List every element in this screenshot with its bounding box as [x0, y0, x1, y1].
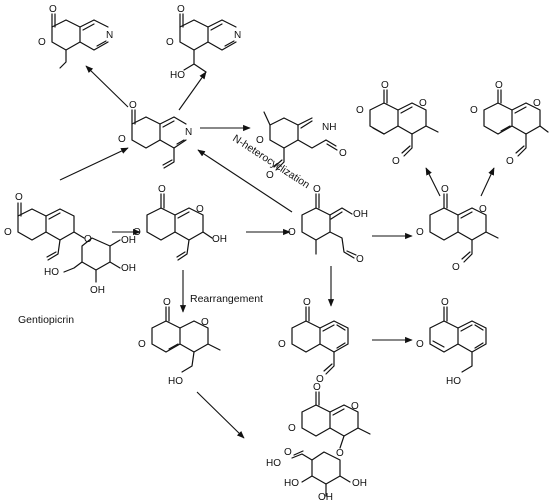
atom-o: O	[288, 227, 296, 238]
structure-pyridinone-aldehyde	[263, 111, 338, 171]
atom-o: O	[129, 100, 137, 111]
atom-ho: HO	[266, 458, 281, 469]
atom-n: N	[106, 30, 113, 41]
atom-o: O	[288, 423, 296, 434]
atom-o: O	[339, 148, 347, 159]
atom-oh: OH	[121, 263, 136, 274]
arrow-right-middle-to-top-right-a	[425, 167, 441, 197]
atom-o: O	[278, 339, 286, 350]
atom-o: O	[316, 374, 324, 385]
atom-o: O	[313, 382, 321, 393]
atom-oh: OH	[121, 235, 136, 246]
atom-o: O	[284, 447, 292, 458]
structure-top-middle-hydroxyethyl	[179, 13, 237, 73]
atom-o: O	[4, 227, 12, 238]
label-gentiopicrin: Gentiopicrin	[18, 314, 74, 326]
structure-dialdehyde-enol	[301, 193, 357, 259]
structure-top-right-b	[483, 89, 549, 157]
atom-o: O	[49, 4, 57, 15]
atom-ho: HO	[168, 376, 183, 387]
atom-o: O	[452, 262, 460, 273]
atom-o: O	[533, 98, 541, 109]
atom-oh: OH	[353, 209, 368, 220]
atom-n: N	[185, 127, 192, 138]
label-rearrangement: Rearrangement	[190, 293, 263, 305]
atom-o: O	[15, 192, 23, 203]
atom-o: O	[196, 204, 204, 215]
atom-o: O	[84, 234, 92, 245]
structure-aglycone	[146, 193, 213, 261]
reaction-arrows	[59, 65, 495, 439]
atom-o: O	[356, 105, 364, 116]
structure-top-left-ethyl	[51, 13, 109, 69]
atom-o: O	[38, 37, 46, 48]
atom-o: O	[166, 37, 174, 48]
arrow-to-glucuronide	[196, 391, 245, 439]
atom-o: O	[416, 227, 424, 238]
atom-o: O	[356, 254, 364, 265]
atom-oh: OH	[318, 492, 333, 502]
atom-o: O	[470, 105, 478, 116]
atom-o: O	[479, 204, 487, 215]
structure-rearrangement-product	[151, 306, 221, 373]
atom-ho: HO	[446, 376, 461, 387]
atom-o: O	[441, 297, 449, 308]
atom-o: O	[336, 448, 344, 459]
atom-o: O	[495, 80, 503, 91]
atom-o: O	[177, 4, 185, 15]
structure-top-right-a	[369, 89, 439, 157]
atom-o: O	[416, 339, 424, 350]
atom-o: O	[266, 170, 274, 181]
arrow-right-middle-to-top-right-b	[480, 167, 495, 197]
atom-ho: HO	[284, 478, 299, 489]
atom-o: O	[313, 184, 321, 195]
structure-gentiopicrin	[17, 202, 121, 283]
atom-o: O	[419, 98, 427, 109]
atom-o: O	[118, 134, 126, 145]
arrow-gentiopicrin-to-gentianine	[59, 147, 129, 181]
atom-n: N	[234, 30, 241, 41]
atom-o: O	[506, 156, 514, 167]
structure-isochromanone-aldehyde	[291, 306, 349, 375]
arrow-n-heterocyclization	[197, 149, 293, 213]
structure-gentianine	[131, 109, 187, 169]
atom-nh: NH	[322, 122, 336, 133]
arrow-gentianine-to-hydroxyethyl	[178, 71, 207, 111]
atom-o: O	[441, 184, 449, 195]
structure-right-middle	[429, 193, 499, 263]
atom-o: O	[256, 135, 264, 146]
atom-oh: OH	[90, 285, 105, 296]
atom-o: O	[201, 317, 209, 328]
atom-ho: HO	[170, 70, 185, 81]
atom-o: O	[392, 156, 400, 167]
atom-oh: OH	[212, 234, 227, 245]
atom-o: O	[138, 339, 146, 350]
atom-o: O	[381, 80, 389, 91]
atom-o: O	[351, 401, 359, 412]
atom-oh: OH	[352, 478, 367, 489]
arrow-gentianine-to-ethyl	[85, 65, 129, 108]
atom-o: O	[303, 297, 311, 308]
atom-o: O	[158, 184, 166, 195]
atom-ho: HO	[44, 267, 59, 278]
structure-glucuronide	[291, 391, 371, 497]
structure-isocoumarin	[429, 306, 487, 373]
atom-o: O	[163, 297, 171, 308]
